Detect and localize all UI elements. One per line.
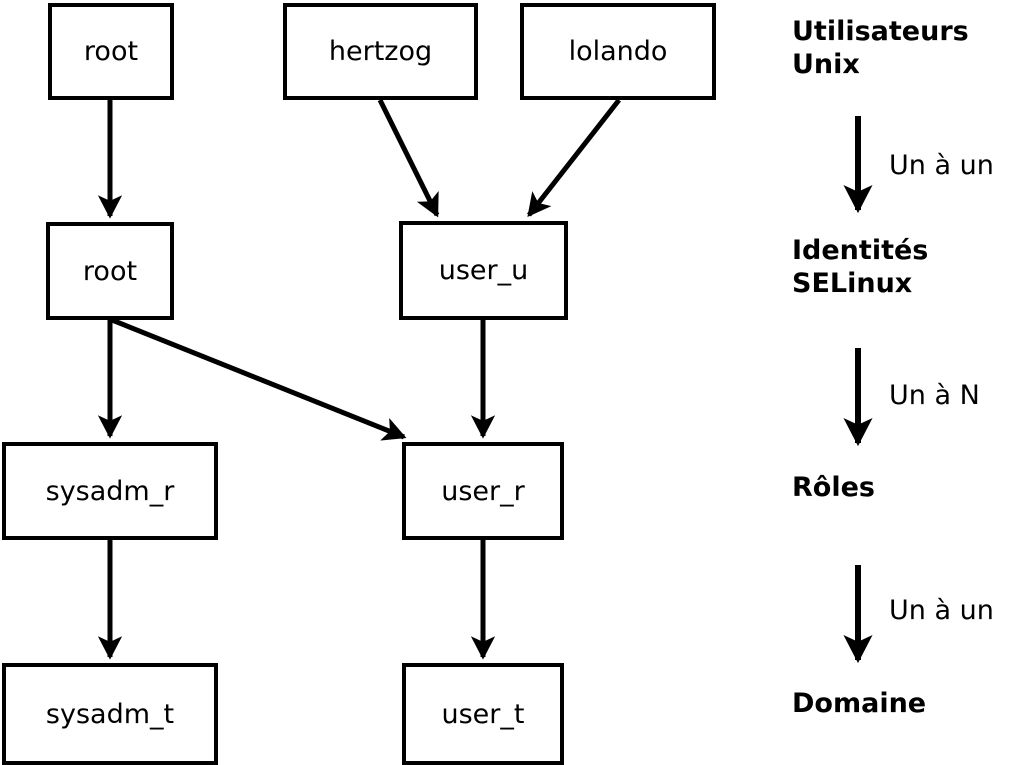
node-label: user_t xyxy=(441,698,525,730)
node-label: root xyxy=(83,36,139,67)
node-label: user_r xyxy=(441,475,525,507)
legend-label-selinux-identities: Identités SELinux xyxy=(792,235,929,299)
node-label: sysadm_t xyxy=(45,698,175,730)
legend-label-domaine: Domaine xyxy=(792,688,927,719)
node-label: user_u xyxy=(438,255,529,286)
node-domain-user-t[interactable]: user_t xyxy=(402,663,564,765)
node-label: hertzog xyxy=(328,36,433,67)
node-role-user-r[interactable]: user_r xyxy=(402,442,564,540)
edge-lolando-to-user-u xyxy=(527,98,621,218)
node-label: sysadm_r xyxy=(45,475,175,507)
node-ident-root[interactable]: root xyxy=(46,222,174,320)
node-ident-user-u[interactable]: user_u xyxy=(399,221,568,320)
node-unix-root[interactable]: root xyxy=(48,3,174,100)
legend-arrow-2-label: Un à N xyxy=(889,380,980,411)
legend-arrow-1-label: Un à un xyxy=(889,150,994,181)
node-unix-hertzog[interactable]: hertzog xyxy=(283,3,478,100)
node-label: lolando xyxy=(568,36,668,67)
node-label: root xyxy=(82,255,138,287)
node-role-sysadm-r[interactable]: sysadm_r xyxy=(2,442,218,540)
node-unix-lolando[interactable]: lolando xyxy=(520,3,716,100)
legend-arrow-3-label: Un à un xyxy=(889,595,994,626)
legend-label-unix-users: Utilisateurs Unix xyxy=(792,16,969,80)
node-domain-sysadm-t[interactable]: sysadm_t xyxy=(2,663,218,765)
edge-hertzog-to-user-u xyxy=(377,98,440,218)
edge-ident-root-to-user-r xyxy=(111,317,407,441)
legend-label-roles: Rôles xyxy=(792,472,875,503)
